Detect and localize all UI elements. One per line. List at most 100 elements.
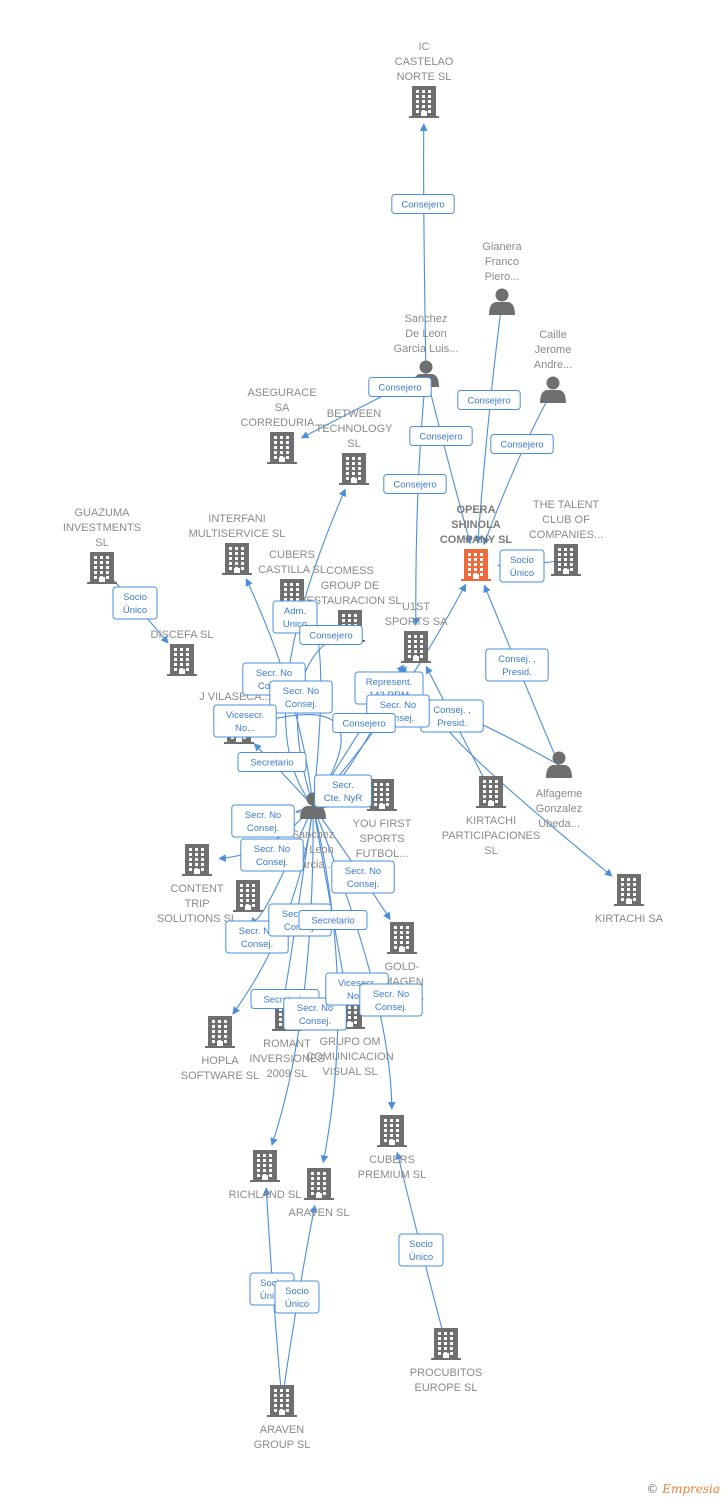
- building-icon: [233, 880, 263, 912]
- edge-label[interactable]: Consejero: [391, 194, 455, 214]
- node-label: MULTISERVICE SL: [189, 528, 286, 540]
- node-label: COMESS: [326, 565, 374, 577]
- node-label: COMPANIES...: [529, 529, 603, 541]
- node-label: BETWEEN: [327, 408, 381, 420]
- node-label: GUAZUMA: [75, 507, 131, 519]
- copyright-symbol: ©: [646, 1482, 659, 1496]
- edge-label-text: Consej.: [247, 823, 279, 834]
- edge-label[interactable]: Consejero: [490, 434, 554, 454]
- company-node[interactable]: ASEGURACESACORREDURIA...: [240, 387, 324, 464]
- node-label: IC: [419, 41, 430, 53]
- edge-label[interactable]: Vicesecr.No...: [213, 704, 277, 738]
- edge-label[interactable]: Secretario: [237, 752, 307, 772]
- edge-label[interactable]: Secretario: [298, 910, 368, 930]
- edge-line: [482, 389, 554, 546]
- building-icon: [551, 544, 581, 576]
- building-icon: [461, 549, 491, 581]
- node-label: RICHLAND SL: [229, 1189, 302, 1201]
- person-icon: [489, 288, 515, 315]
- node-label: Garcia Luis...: [394, 343, 459, 355]
- node-label: CLUB OF: [542, 514, 590, 526]
- node-label: CONTENT: [170, 883, 223, 895]
- company-node[interactable]: RICHLAND SL: [229, 1150, 302, 1201]
- brand-logo[interactable]: Empresia: [662, 1482, 720, 1496]
- node-label: KIRTACHI: [466, 815, 516, 827]
- node-label: De Leon: [405, 328, 447, 340]
- company-node[interactable]: BETWEEN TECHNOLOGY SL: [315, 408, 393, 485]
- edge-label[interactable]: Consejero: [299, 625, 363, 645]
- edge-label-text: Consejero: [393, 480, 436, 491]
- edge-label[interactable]: Consejero: [332, 713, 396, 733]
- edge-label[interactable]: Secr.Cte. NyR: [314, 774, 372, 808]
- edge-label-text: Consejero: [467, 396, 510, 407]
- node-label: DISCEFA SL: [151, 629, 214, 641]
- node-label: Piero...: [485, 271, 520, 283]
- edge-label-text: Secretario: [311, 916, 354, 927]
- node-label: FUTBOL...: [356, 848, 409, 860]
- node-label: TECHNOLOGY: [315, 423, 393, 435]
- edge-label[interactable]: Consej. ,Presid.: [420, 699, 484, 733]
- edge-line: [474, 301, 503, 544]
- node-label: SL: [347, 438, 360, 450]
- edge-label-text: Único: [123, 605, 147, 616]
- company-node[interactable]: HOPLA SOFTWARE SL: [181, 1016, 259, 1082]
- edge-label-text: Socio: [510, 555, 534, 566]
- company-node[interactable]: KIRTACHI SA: [595, 874, 664, 925]
- node-label: CORREDURIA...: [240, 417, 323, 429]
- edge-label[interactable]: Consejero: [383, 474, 447, 494]
- building-icon: [182, 844, 212, 876]
- edge-label[interactable]: Consejero: [457, 390, 521, 410]
- node-label: SOFTWARE SL: [181, 1070, 259, 1082]
- edge-label-text: Unico: [283, 619, 307, 630]
- edge-label[interactable]: Consejero: [409, 426, 473, 446]
- company-node[interactable]: ARAVEN SL: [289, 1168, 350, 1219]
- company-node[interactable]: YOU FIRSTSPORTSFUTBOL...: [353, 779, 412, 860]
- person-node[interactable]: GianeraFrancoPiero...: [482, 241, 522, 315]
- node-label: PROCUBITOS: [410, 1367, 483, 1379]
- edge-label-text: Socio: [285, 1286, 309, 1297]
- node-label: HOPLA: [201, 1055, 239, 1067]
- edge-label[interactable]: Consejero: [368, 377, 432, 397]
- node-label: Franco: [485, 256, 519, 268]
- node-label: Ubeda...: [538, 818, 580, 830]
- node-label: YOU FIRST: [353, 818, 412, 830]
- company-node[interactable]: DISCEFA SL: [151, 629, 214, 676]
- building-icon: [339, 453, 369, 485]
- edge-label-text: Único: [510, 568, 534, 579]
- node-label: COMUNICACION: [306, 1051, 393, 1063]
- edge-label[interactable]: Consej. ,Presid.: [485, 648, 549, 682]
- node-label: PREMIUM SL: [358, 1169, 426, 1181]
- person-node[interactable]: CailleJeromeAndre...: [534, 329, 573, 403]
- edge-label-text: Secretario: [250, 758, 293, 769]
- node-label: INVERSIONES: [249, 1053, 324, 1065]
- edge-label-text: Presid.: [437, 718, 467, 729]
- edge-label-text: Socio: [260, 1278, 284, 1289]
- node-label: SL: [484, 845, 497, 857]
- node-label: Andre...: [534, 359, 573, 371]
- node-label: GOLD-: [385, 961, 420, 973]
- edge-label-text: Único: [285, 1299, 309, 1310]
- person-node[interactable]: AlfagemeGonzalezUbeda...: [536, 751, 582, 831]
